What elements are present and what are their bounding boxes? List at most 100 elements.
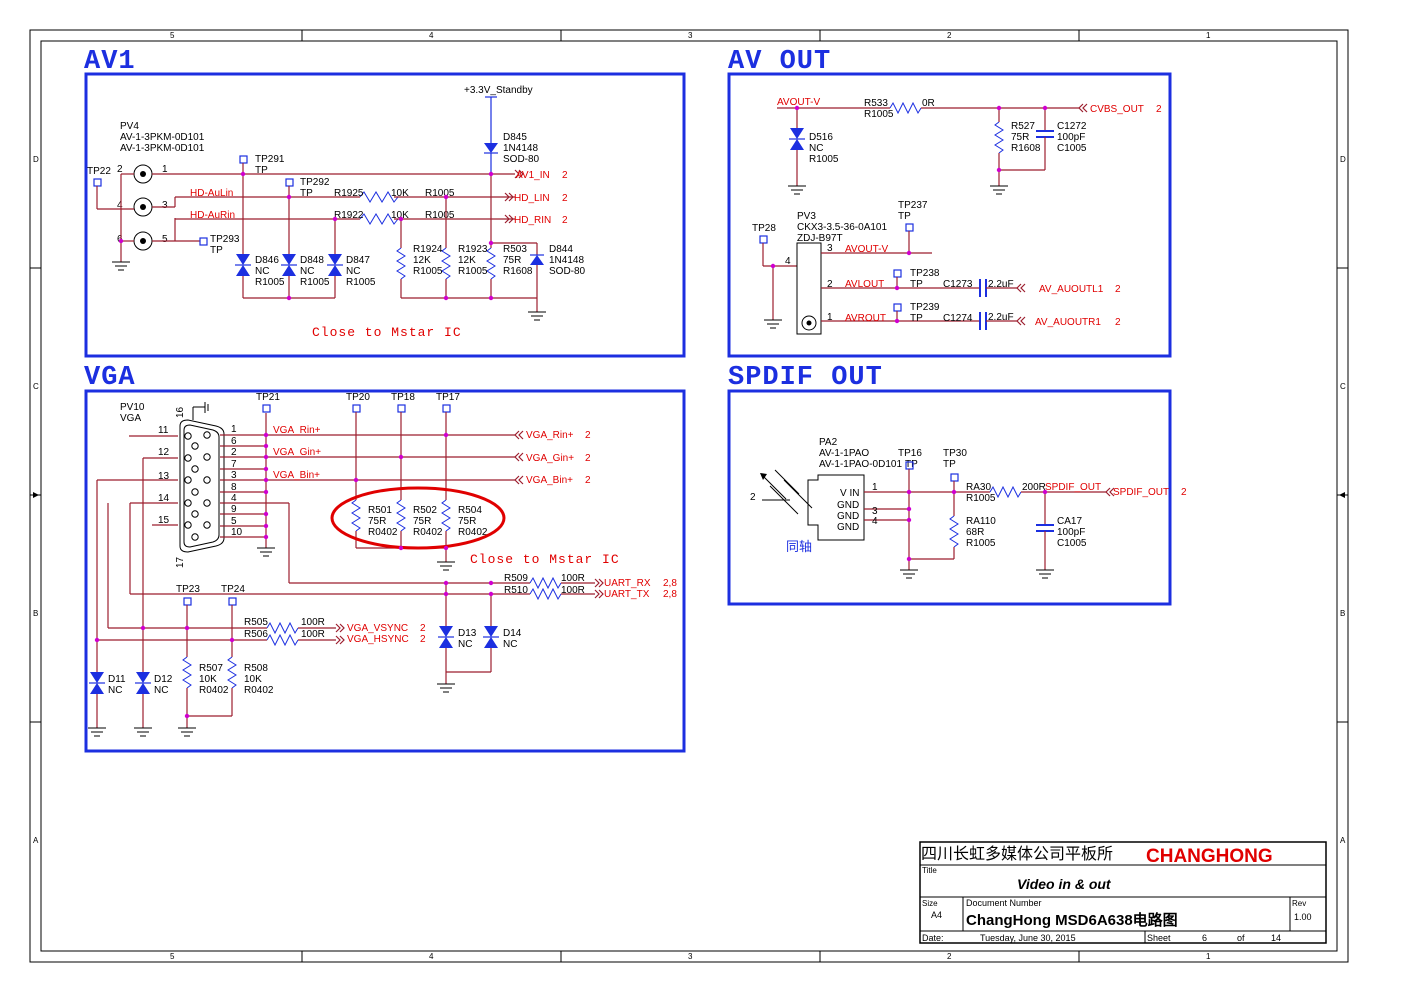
- border-col-5-bottom: 5: [170, 952, 175, 961]
- pv3-jack-body: [796, 242, 822, 335]
- pv10-type: VGA: [120, 413, 141, 424]
- c1272-ref: C1272: [1057, 121, 1087, 132]
- ca17-val: 100pF: [1057, 527, 1085, 538]
- net-spdif-out-local: SPDIF_OUT: [1045, 482, 1101, 493]
- vga-pin-contact: [203, 453, 211, 461]
- tp293-type: TP: [210, 245, 223, 256]
- ca17-pkg: C1005: [1057, 538, 1087, 549]
- net-hd-aulin: HD-AuLin: [190, 188, 233, 199]
- tp239-ref: TP239: [910, 302, 940, 313]
- pa2-body: [807, 474, 865, 541]
- date-value: Tuesday, June 30, 2015: [980, 933, 1076, 943]
- vga-pin-contact: [191, 533, 199, 541]
- r1923-val: 12K: [458, 255, 476, 266]
- pa2-pin-1: 1: [872, 482, 878, 493]
- vga-frame: [84, 389, 686, 753]
- border-col-1: 1: [1206, 31, 1211, 40]
- ra30-ref: RA30: [966, 482, 991, 493]
- hd-lin-sheet: 2: [562, 193, 568, 204]
- rca-jack-3: [133, 231, 153, 251]
- tvs-d11: [89, 672, 105, 694]
- c1272-pkg: C1005: [1057, 143, 1087, 154]
- sheet-title: Video in & out: [1017, 876, 1112, 892]
- r508-val: 10K: [244, 674, 262, 685]
- tp238-ref: TP238: [910, 268, 940, 279]
- border-col-4: 4: [429, 31, 434, 40]
- r533-val: 0R: [922, 98, 935, 109]
- border-col-5: 5: [170, 31, 175, 40]
- vga-pin-contact: [184, 432, 192, 440]
- vga-gin-label: VGA_Gin+: [273, 447, 321, 458]
- d844-ref: D844: [549, 244, 573, 255]
- pv4-pin-5: 5: [162, 234, 168, 245]
- border-col-2: 2: [947, 31, 952, 40]
- vga-pin-4: 4: [231, 493, 237, 504]
- d516-ref: D516: [809, 132, 833, 143]
- ra30-pkg: R1005: [966, 493, 996, 504]
- tp17-ref: TP17: [436, 392, 460, 403]
- avout-section: AV OUT AVOUT-V R533 0R R1005 CVBS_OUT 2 …: [727, 47, 1172, 358]
- border-row-a-right: A: [1340, 836, 1346, 845]
- auoutl1-sheet: 2: [1115, 284, 1121, 295]
- tp16-type: TP: [905, 459, 918, 470]
- r502-ref: R502: [413, 505, 437, 516]
- c1274-ref: C1274: [943, 313, 973, 324]
- d11-val: NC: [108, 685, 122, 696]
- r510-val: 100R: [561, 585, 585, 596]
- net-vga-hsync: VGA_HSYNC: [347, 634, 409, 645]
- tp21-ref: TP21: [256, 392, 280, 403]
- title-block: 四川长虹多媒体公司平板所 CHANGHONG Title Video in & …: [919, 841, 1327, 944]
- d845-pkg: SOD-80: [503, 154, 540, 165]
- net-hd-rin: HD_RIN: [514, 215, 551, 226]
- avout-frame: [727, 72, 1172, 358]
- sheet-number: 6: [1202, 933, 1207, 943]
- pa2-pin-4: 4: [872, 516, 878, 527]
- net-hd-lin: HD_LIN: [514, 193, 550, 204]
- diode-d844: [530, 254, 544, 265]
- d847-val: NC: [346, 266, 360, 277]
- tp292-ref: TP292: [300, 177, 330, 188]
- r501-val: 75R: [368, 516, 386, 527]
- border-row-c-right: C: [1340, 382, 1346, 391]
- r1925-ref: R1925: [334, 188, 364, 199]
- c1273-ref: C1273: [943, 279, 973, 290]
- pa2-pin-gnd2: GND: [837, 511, 859, 522]
- border-row-a: A: [33, 836, 39, 845]
- vga-pin-9: 9: [231, 504, 237, 515]
- pv3-pin-4: 4: [785, 256, 791, 267]
- vga-pin-2: 2: [231, 447, 237, 458]
- hsync-sheet: 2: [420, 634, 426, 645]
- highlight-ellipse: [330, 486, 506, 550]
- r1923-pkg: R1005: [458, 266, 488, 277]
- size-value: A4: [931, 910, 942, 920]
- vga-dsub-connector: [179, 419, 225, 553]
- sheet-border: 5 4 3 2 1 5 4 3 2 1 D C B A D C B A: [29, 29, 1349, 963]
- tp24-ref: TP24: [221, 584, 245, 595]
- vga-pin-contact: [184, 499, 192, 507]
- d847-pkg: R1005: [346, 277, 376, 288]
- av1-placement-note: Close to Mstar IC: [312, 325, 462, 340]
- spdif-title: SPDIF OUT: [728, 363, 883, 393]
- net-hd-aurin: HD-AuRin: [190, 210, 235, 221]
- vga-pin-contact: [191, 465, 199, 473]
- net-avout-v: AVOUT-V: [777, 97, 820, 108]
- pv10-pin-16: 16: [175, 406, 186, 418]
- vga-bin-label: VGA_Bin+: [273, 470, 320, 481]
- d845-ref: D845: [503, 132, 527, 143]
- r1924-pkg: R1005: [413, 266, 443, 277]
- d846-ref: D846: [255, 255, 279, 266]
- avout-title: AV OUT: [728, 47, 831, 77]
- document-number: ChangHong MSD6A638电路图: [966, 911, 1178, 929]
- border-row-d: D: [33, 155, 39, 164]
- d847-ref: D847: [346, 255, 370, 266]
- d13-ref: D13: [458, 628, 477, 639]
- d516-val: NC: [809, 143, 823, 154]
- r510-ref: R510: [504, 585, 528, 596]
- pa2-part: AV-1-1PAO: [819, 448, 869, 459]
- vga-pin-contact: [203, 499, 211, 507]
- ra30-val: 200R: [1022, 482, 1046, 493]
- net-av1-in: AV1_IN: [516, 170, 550, 181]
- date-label: Date:: [922, 933, 944, 943]
- vga-pin-contact: [191, 442, 199, 450]
